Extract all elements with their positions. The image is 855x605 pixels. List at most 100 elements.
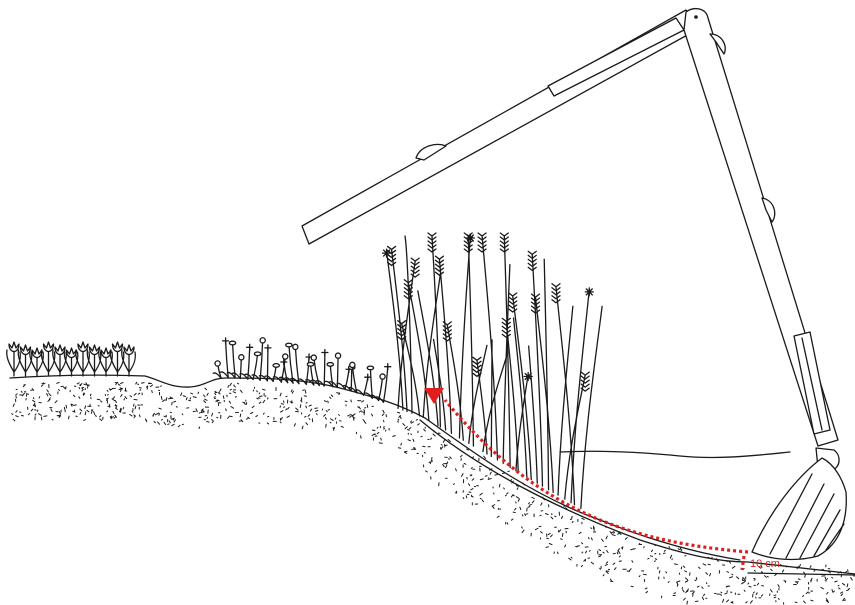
tulip-leaf [118, 352, 124, 372]
soil-speck [330, 422, 331, 423]
soil-speck [110, 416, 111, 418]
soil-speck [631, 586, 633, 587]
soil-speck [618, 549, 620, 551]
soil-speck [708, 557, 710, 558]
soil-speck [303, 390, 304, 391]
soil-speck [341, 426, 343, 427]
soil-speck [230, 383, 232, 385]
soil-speck [674, 564, 677, 565]
soil-speck [617, 552, 618, 554]
wildflower-head [254, 352, 260, 356]
soil-speck [309, 419, 310, 420]
grass-seed-head [464, 233, 472, 236]
soil-speck [393, 436, 396, 437]
grass-seed-head [581, 372, 589, 375]
wildflower-head [247, 344, 253, 350]
soil-speck [324, 401, 326, 402]
soil-speck [463, 498, 464, 499]
wildflower-head [286, 343, 292, 347]
soil-speck [384, 428, 385, 429]
soil-speck [466, 496, 467, 498]
grass-seed-head [509, 293, 517, 296]
tulip-flower [124, 345, 134, 355]
wildflower-head [322, 349, 328, 355]
excavator-arm [302, 9, 846, 560]
soil-speck [603, 575, 604, 576]
soil-speck [803, 596, 804, 597]
soil-speck [557, 552, 558, 554]
soil-speck [499, 484, 500, 487]
soil-speck [80, 413, 81, 415]
soil-speck [38, 414, 41, 416]
soil-speck [435, 471, 437, 473]
soil-speck [383, 420, 384, 421]
soil-speck [259, 402, 261, 403]
wildflower-head [215, 361, 220, 366]
soil-speck [619, 556, 620, 557]
soil-speck [115, 408, 117, 410]
soil-speck [721, 594, 722, 595]
depth-label: 10 cm [750, 558, 780, 570]
tulip-leaf [37, 352, 43, 372]
soil-speck [586, 551, 587, 553]
grass-seed-head [435, 256, 443, 259]
soil-speck [579, 532, 581, 533]
soil-speck [516, 497, 518, 499]
soil-speck [778, 585, 780, 587]
soil-speck [164, 416, 166, 417]
soil-speck [135, 406, 136, 409]
soil-speck [454, 484, 455, 485]
soil-speck [300, 405, 301, 408]
soil-speck [364, 421, 366, 423]
soil-speck [525, 514, 526, 516]
grass-blade [439, 259, 451, 433]
soil-speck [686, 578, 688, 580]
soil-speck [743, 581, 745, 582]
soil-speck [757, 583, 758, 585]
soil-speck [683, 566, 684, 567]
soil-speck [723, 599, 724, 602]
wildflower-stem [289, 345, 293, 383]
soil-speck [842, 583, 844, 585]
soil-speck [614, 568, 616, 570]
soil-speck [532, 501, 534, 503]
soil-speck [591, 528, 592, 529]
soil-speck [532, 497, 535, 498]
soil-speck [138, 393, 139, 394]
grass-seed-head [411, 258, 419, 261]
soil-speck [599, 550, 601, 551]
soil-speck [240, 414, 241, 417]
soil-speck [806, 592, 808, 594]
soil-speck [121, 382, 123, 383]
soil-speck [446, 466, 447, 468]
soil-speck [681, 567, 682, 569]
wildflower-head [273, 364, 279, 368]
soil-speck [174, 420, 175, 422]
soil-speck [821, 569, 823, 570]
grass-seed-head [435, 272, 443, 275]
soil-speck [359, 411, 361, 412]
soil-speck [256, 416, 258, 417]
soil-speck [257, 391, 258, 392]
soil-speck [205, 388, 207, 390]
soil-speck [424, 452, 425, 453]
soil-speck [16, 394, 17, 395]
soil-speck [145, 419, 146, 421]
soil-speck [66, 405, 67, 408]
wildflower-stem [324, 352, 325, 385]
soil-speck [286, 409, 287, 410]
soil-speck [306, 423, 308, 425]
soil-speck [162, 400, 165, 402]
soil-speck [257, 398, 258, 399]
soil-speck [610, 532, 612, 534]
soil-speck [643, 574, 646, 575]
soil-speck [96, 415, 97, 416]
grass-blade [532, 254, 542, 486]
soil-layer [10, 375, 855, 604]
tulip-leaf [106, 352, 112, 372]
soil-speck [34, 405, 35, 406]
soil-speck [141, 383, 144, 384]
soil-speck [16, 416, 18, 417]
soil-speck [413, 439, 414, 441]
soil-speck [13, 404, 14, 406]
